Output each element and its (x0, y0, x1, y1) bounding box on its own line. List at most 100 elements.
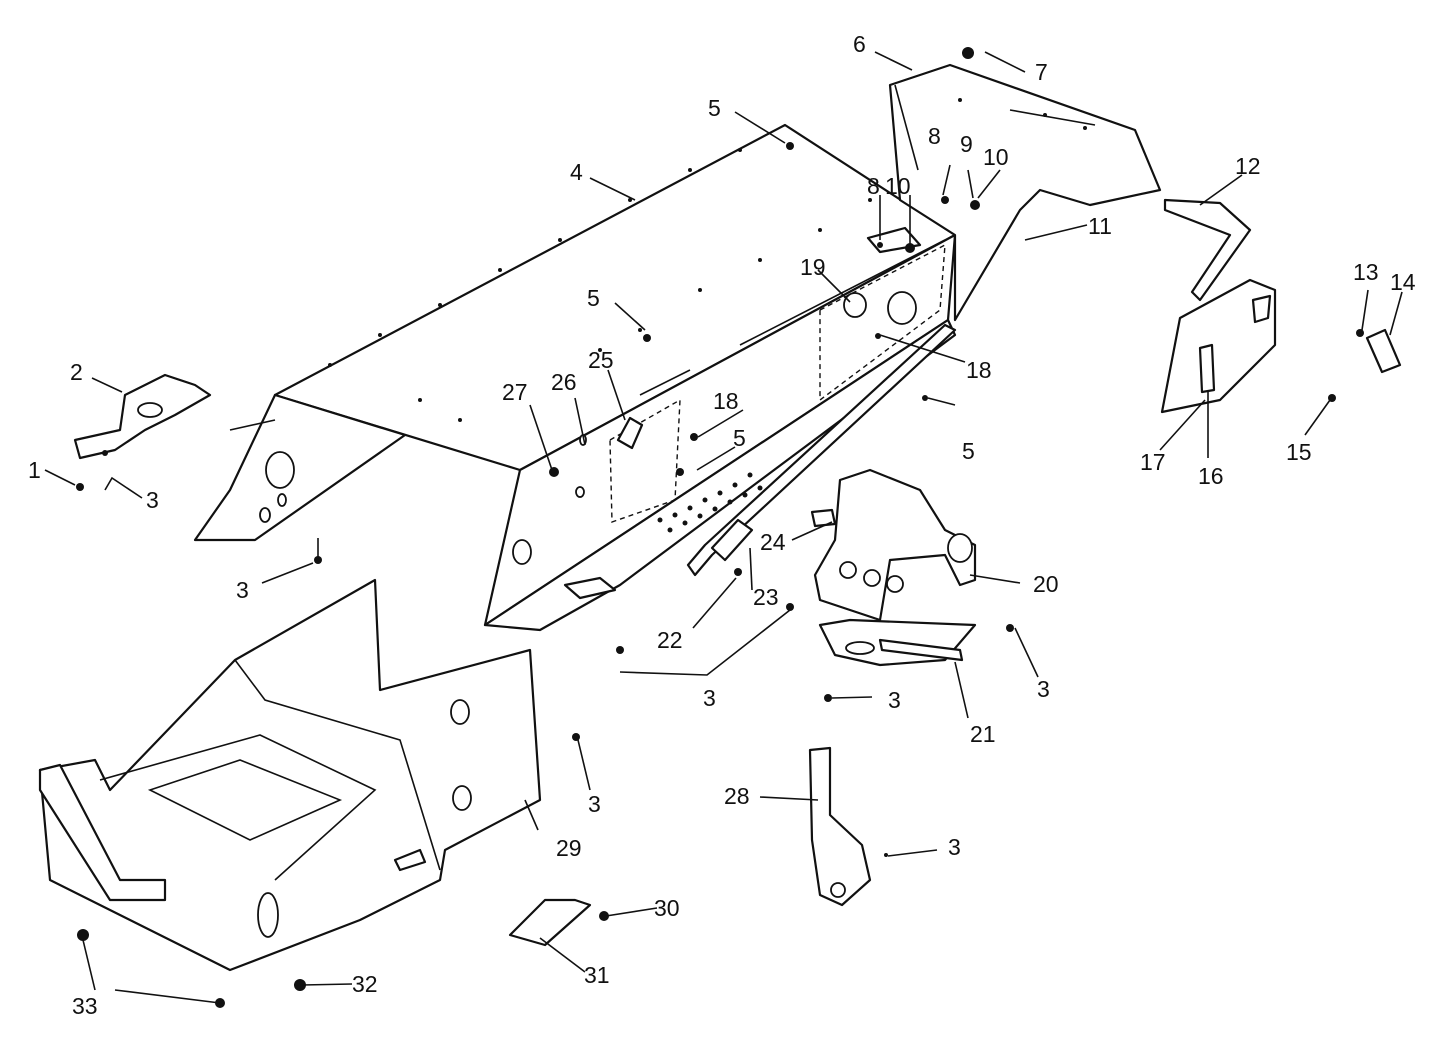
callout-3: 3 (146, 487, 159, 513)
lower-frame-hole (452, 785, 472, 811)
tunnel-hole (887, 291, 917, 325)
callout-33: 33 (72, 993, 98, 1019)
callout-10: 10 (983, 144, 1009, 170)
rear-cover (888, 63, 1162, 322)
callout-18: 18 (713, 388, 739, 414)
callout-28: 28 (724, 783, 750, 809)
tunnel-assembly (193, 123, 992, 632)
callout-23: 23 (753, 584, 779, 610)
mount-pin-24 (810, 508, 837, 528)
rear-flap-panel (888, 63, 1162, 322)
grip-cap-14 (1365, 328, 1402, 374)
mount-hole (863, 569, 881, 587)
callout-17: 17 (1140, 449, 1166, 475)
callout-10: 10 (885, 173, 911, 199)
side-plate (1160, 278, 1277, 414)
tunnel-hole (575, 486, 585, 498)
footrest-cutout (563, 576, 617, 600)
callout-3: 3 (948, 834, 961, 860)
callout-26: 26 (551, 369, 577, 395)
bracket-part-2 (73, 373, 212, 460)
callout-29: 29 (556, 835, 582, 861)
fasteners (76, 47, 1402, 1008)
callout-18: 18 (966, 357, 992, 383)
callout-1: 1 (28, 457, 41, 483)
tunnel-inner-plate (609, 398, 681, 523)
rear-axle-rod (229, 419, 276, 431)
mount-hole (886, 575, 904, 593)
callout-3: 3 (588, 791, 601, 817)
leader-lines (44, 51, 1403, 1004)
callout-21: 21 (970, 721, 996, 747)
lower-frame-tab (393, 848, 427, 872)
footrest-vents (657, 472, 763, 533)
callout-3: 3 (703, 685, 716, 711)
lower-frame-floor (147, 759, 343, 841)
callout-12: 12 (1235, 153, 1261, 179)
callout-15: 15 (1286, 439, 1312, 465)
tunnel-hole (265, 451, 295, 489)
callout-13: 13 (1353, 259, 1379, 285)
callout-labels: 1 2 3 3 3 3 3 3 3 3 4 5 5 5 5 6 7 8 8 9 … (28, 31, 1416, 1019)
callout-4: 4 (570, 159, 583, 185)
callout-27: 27 (502, 379, 528, 405)
callout-7: 7 (1035, 59, 1048, 85)
angle-bracket-31 (508, 898, 592, 947)
mount-hole (839, 561, 857, 579)
lower-frame (38, 578, 542, 972)
side-plate-slot (1251, 294, 1272, 324)
reflector-strip (1198, 343, 1216, 394)
callout-8: 8 (867, 173, 880, 199)
callout-8: 8 (928, 123, 941, 149)
callout-16: 16 (1198, 463, 1224, 489)
callout-31: 31 (584, 962, 610, 988)
callout-24: 24 (760, 529, 786, 555)
lower-frame-crease (234, 659, 441, 871)
rear-flap-line (1009, 109, 1096, 126)
callout-11: 11 (1088, 213, 1112, 239)
bracket-part-28 (808, 746, 872, 907)
mount-base-hole (845, 641, 875, 655)
callout-19: 19 (800, 254, 826, 280)
shaft-rod-lower (686, 323, 957, 577)
callout-20: 20 (1033, 571, 1059, 597)
lower-frame-hole (450, 699, 470, 725)
mount-pin-21 (878, 638, 964, 662)
callout-3: 3 (1037, 676, 1050, 702)
lower-frame-opening (99, 734, 377, 881)
shaft-spring (710, 518, 754, 562)
callout-32: 32 (352, 971, 378, 997)
callout-3: 3 (236, 577, 249, 603)
tunnel-hole (259, 507, 271, 523)
callout-5: 5 (587, 285, 600, 311)
callout-5: 5 (962, 438, 975, 464)
tunnel-hole (843, 292, 867, 318)
tunnel-running-board (483, 318, 957, 632)
callout-14: 14 (1390, 269, 1416, 295)
tunnel-edge-line (739, 239, 946, 346)
callout-22: 22 (657, 627, 683, 653)
tunnel-inner-bracket (819, 243, 946, 402)
callout-5: 5 (733, 425, 746, 451)
shaft-rod-upper (639, 369, 691, 396)
tunnel-hole (277, 493, 287, 507)
tunnel-left-side (193, 393, 407, 542)
lower-frame-slot (257, 892, 279, 938)
tunnel-hole (512, 539, 532, 565)
callout-9: 9 (960, 131, 973, 157)
bracket-hole (137, 402, 163, 418)
tunnel-rivets (328, 148, 872, 422)
rear-handle (1163, 198, 1252, 302)
callout-25: 25 (588, 347, 614, 373)
bracket-28-hole (830, 882, 846, 898)
engine-mount (810, 468, 977, 667)
callout-30: 30 (654, 895, 680, 921)
callout-3: 3 (888, 687, 901, 713)
mount-block (813, 468, 977, 622)
lower-frame-flange (38, 763, 167, 902)
lower-frame-body (38, 578, 542, 972)
callout-5: 5 (708, 95, 721, 121)
mount-bore (947, 533, 973, 563)
